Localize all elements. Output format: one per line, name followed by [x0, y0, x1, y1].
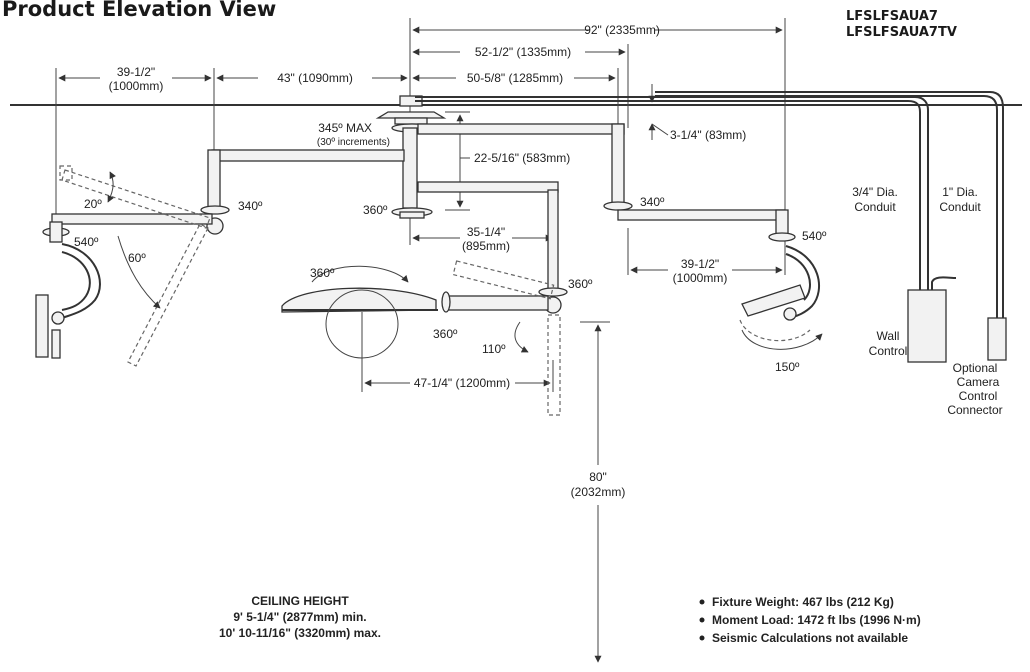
dim-arm-right-inner: 50-5/8" (1285mm) — [467, 71, 563, 85]
left-arm-ghost — [59, 165, 211, 367]
angle-left-swing: 60º — [128, 251, 146, 265]
angle-left-yoke: 540º — [74, 235, 99, 249]
dim-overall: 92" (2335mm) — [584, 23, 660, 37]
page-title: Product Elevation View — [2, 0, 276, 21]
ceiling-min: 9' 5-1/4" (2877mm) min. — [233, 610, 366, 624]
model-number-2: LFSLFSAUA7TV — [846, 25, 957, 40]
dim-left-ext-b: (1000mm) — [109, 79, 164, 93]
label-conduit-1-a: 1" Dia. — [942, 185, 978, 199]
angle-hub: 360º — [363, 203, 388, 217]
angle-right-joint: 340º — [640, 195, 665, 209]
angle-arm-rotate: 360º — [568, 277, 593, 291]
angle-left-tilt: 20º — [84, 197, 102, 211]
dim-mid-b: (895mm) — [462, 239, 510, 253]
label-cam-c: Control — [959, 389, 998, 403]
angle-right-yoke: 540º — [802, 229, 827, 243]
left-arm — [35, 149, 405, 359]
bullet-icon — [699, 617, 705, 623]
label-cam-b: Camera — [957, 375, 1000, 389]
conduits — [415, 91, 1007, 363]
label-wall-b: Control — [869, 344, 908, 358]
main-light-head — [281, 265, 451, 380]
angle-right-tilt: 150º — [775, 360, 800, 374]
label-cam-a: Optional — [953, 361, 998, 375]
angle-left-joint: 340º — [238, 199, 263, 213]
spec-moment: Moment Load: 1472 ft lbs (1996 N·m) — [712, 613, 921, 627]
dim-arm-left: 43" (1090mm) — [277, 71, 353, 85]
dim-head: 47-1/4" (1200mm) — [414, 376, 510, 390]
bullet-icon — [699, 599, 705, 605]
angle-max-a: 345º MAX — [318, 121, 372, 135]
accessory-labels: 3/4" Dia. Conduit 1" Dia. Conduit Wall C… — [852, 185, 1003, 417]
spec-seismic: Seismic Calculations not available — [712, 631, 908, 645]
extension-lines — [55, 18, 786, 392]
spec-list: Fixture Weight: 467 lbs (212 Kg) Moment … — [699, 595, 921, 645]
camera-connector-box — [987, 317, 1007, 361]
angle-labels: 345º MAX (30º increments) 340º 340º 360º… — [74, 121, 827, 374]
dim-left-ext-a: 39-1/2" — [117, 65, 155, 79]
dimension-labels: 92" (2335mm) 52-1/2" (1335mm) 39-1/2" (1… — [109, 23, 747, 499]
dim-right-ext-a: 39-1/2" — [681, 257, 719, 271]
dim-drop: 22-5/16" (583mm) — [474, 151, 570, 165]
ceiling-height: CEILING HEIGHT 9' 5-1/4" (2877mm) min. 1… — [219, 594, 381, 640]
dim-floor-b: (2032mm) — [571, 485, 626, 499]
label-cam-d: Connector — [947, 403, 1002, 417]
dim-arm-right: 52-1/2" (1335mm) — [475, 45, 571, 59]
bullet-icon — [699, 635, 705, 641]
right-arm — [417, 123, 823, 350]
dim-right-ext-b: (1000mm) — [673, 271, 728, 285]
ceiling-max: 10' 10-11/16" (3320mm) max. — [219, 626, 381, 640]
label-conduit-34-a: 3/4" Dia. — [852, 185, 898, 199]
angle-max-b: (30º increments) — [317, 137, 390, 148]
angle-arm-tilt: 110º — [482, 342, 506, 356]
ceiling-heading: CEILING HEIGHT — [251, 594, 349, 608]
dim-mid-a: 35-1/4" — [467, 225, 505, 239]
dim-floor-a: 80" — [589, 470, 607, 484]
wall-control-box — [907, 289, 947, 363]
label-conduit-34-b: Conduit — [854, 200, 896, 214]
label-wall-a: Wall — [877, 329, 900, 343]
center-arm — [417, 181, 568, 416]
dim-offset: 3-1/4" (83mm) — [670, 128, 746, 142]
angle-head-axis: 360º — [433, 327, 458, 341]
label-conduit-1-b: Conduit — [939, 200, 981, 214]
angle-head-rotate: 360º — [310, 266, 335, 280]
spec-weight: Fixture Weight: 467 lbs (212 Kg) — [712, 595, 894, 609]
model-number-1: LFSLFSAUA7 — [846, 9, 938, 24]
